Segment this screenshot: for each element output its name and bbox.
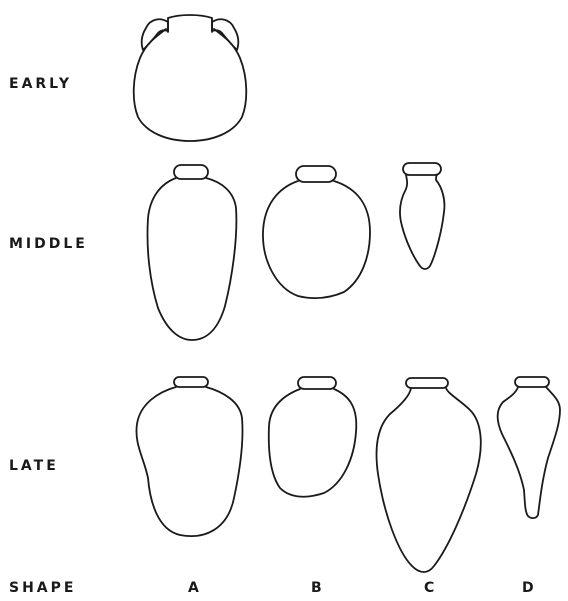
vessel-late-d — [498, 377, 560, 518]
vessel-middle-c-body — [400, 175, 445, 269]
vessel-late-c-rim — [406, 378, 448, 388]
vessel-early-rim — [168, 15, 212, 32]
vessel-middle-c-rim — [403, 163, 441, 175]
vessel-late-a — [136, 377, 242, 536]
vessel-late-d-rim — [515, 377, 549, 387]
vessel-late-b-rim — [298, 377, 336, 389]
vessel-late-c-body — [377, 388, 481, 572]
vessel-late-a-body — [136, 387, 242, 536]
vessel-late-a-rim — [174, 377, 208, 387]
vessel-middle-b-body — [263, 181, 370, 298]
vessel-early-handle-left — [142, 19, 168, 50]
vessel-middle-b — [263, 166, 370, 298]
vessel-late-c — [377, 378, 481, 572]
vessel-late-b — [269, 377, 357, 497]
vessel-middle-c — [400, 163, 445, 269]
vessel-late-d-body — [498, 387, 560, 518]
vessel-middle-a-rim — [174, 165, 208, 179]
vessel-early-amphora — [134, 15, 247, 141]
vessel-middle-a — [147, 165, 236, 340]
vessel-late-b-body — [269, 389, 357, 497]
vessel-middle-b-rim — [296, 166, 336, 182]
vessel-early-body — [134, 29, 247, 141]
vessel-middle-a-body — [147, 178, 236, 340]
vessel-early-handle-right — [212, 19, 238, 50]
